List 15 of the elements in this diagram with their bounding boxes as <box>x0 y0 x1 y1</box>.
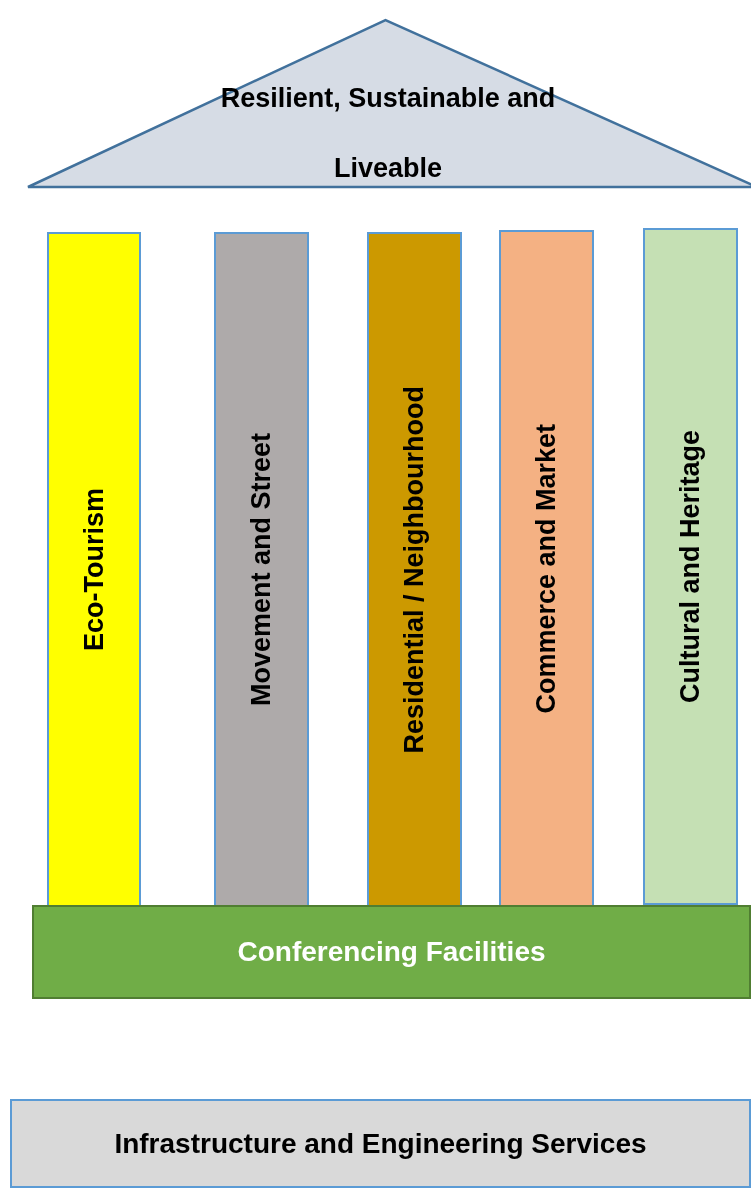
bar-label: Conferencing Facilities <box>237 936 546 968</box>
roof-title: Resilient, Sustainable and Liveable <box>219 82 557 185</box>
pillar-label: Movement and Street <box>246 432 277 707</box>
pillar-column <box>499 230 594 907</box>
pillar-column <box>47 232 141 907</box>
base-slab <box>32 905 751 999</box>
pillar-column <box>367 232 462 907</box>
pillar-column <box>643 228 738 905</box>
pillar-column <box>214 232 309 907</box>
pillar-label: Residential / Neighbourhood <box>399 385 430 754</box>
pillar-label: Commerce and Market <box>531 423 562 714</box>
foundation-bar <box>10 1099 751 1188</box>
pillar-label: Cultural and Heritage <box>675 429 706 703</box>
pillar-label: Eco-Tourism <box>78 488 110 651</box>
bar-label: Infrastructure and Engineering Services <box>114 1127 647 1160</box>
